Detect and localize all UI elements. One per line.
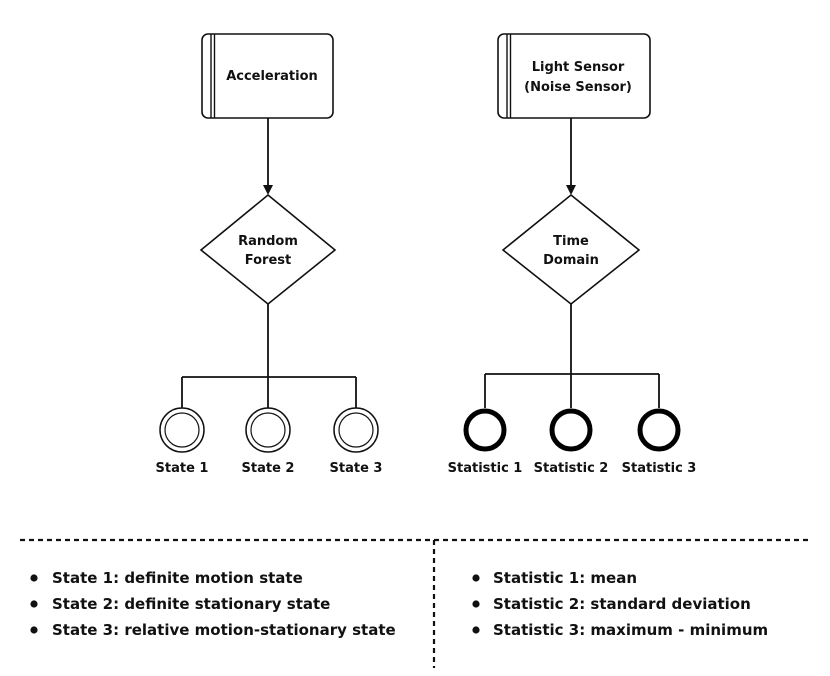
bullet-dot [30, 626, 38, 634]
statistic-node-3 [637, 408, 681, 452]
state-1-label: State 1 [156, 461, 209, 476]
bullet-dot [472, 574, 480, 582]
bullet-dot [30, 600, 38, 608]
statistic-node-2 [549, 408, 593, 452]
right-branch: Light Sensor (Noise Sensor) Time Domain … [448, 33, 697, 476]
acceleration-box: Acceleration [201, 33, 334, 119]
acceleration-label: Acceleration [226, 69, 318, 84]
legend-state-3: State 3: relative motion-stationary stat… [52, 621, 396, 639]
legend-statistic-3: Statistic 3: maximum - minimum [493, 621, 768, 639]
light-sensor-label-line1: Light Sensor [532, 60, 625, 75]
bullet-dot [472, 600, 480, 608]
time-domain-label-line1: Time [553, 234, 589, 249]
time-domain-label-line2: Domain [543, 253, 599, 268]
state-node-3 [333, 407, 379, 453]
legend-state-1: State 1: definite motion state [52, 569, 303, 587]
legend-state-2: State 2: definite stationary state [52, 595, 330, 613]
statistic-2-label: Statistic 2 [534, 461, 609, 476]
light-sensor-box: Light Sensor (Noise Sensor) [497, 33, 651, 119]
state-2-label: State 2 [242, 461, 295, 476]
statistic-3-label: Statistic 3 [622, 461, 697, 476]
light-sensor-label-line2: (Noise Sensor) [524, 80, 632, 95]
statistic-node-1 [463, 408, 507, 452]
random-forest-label-line1: Random [238, 234, 298, 249]
legend-statistic-1: Statistic 1: mean [493, 569, 637, 587]
random-forest-label-line2: Forest [245, 253, 291, 268]
bullet-dot [30, 574, 38, 582]
state-3-label: State 3 [330, 461, 383, 476]
bullet-dot [472, 626, 480, 634]
random-forest-diamond: Random Forest [199, 193, 337, 306]
left-branch: Acceleration Random Forest [156, 33, 383, 476]
legend-left: State 1: definite motion state State 2: … [30, 569, 396, 639]
legend-right: Statistic 1: mean Statistic 2: standard … [472, 569, 768, 639]
state-node-1 [159, 407, 205, 453]
legend-statistic-2: Statistic 2: standard deviation [493, 595, 751, 613]
right-tree-connector [484, 304, 660, 408]
statistic-1-label: Statistic 1 [448, 461, 523, 476]
state-node-2 [245, 407, 291, 453]
left-tree-connector [181, 304, 357, 408]
legend-separators [20, 538, 810, 668]
time-domain-diamond: Time Domain [501, 193, 641, 306]
